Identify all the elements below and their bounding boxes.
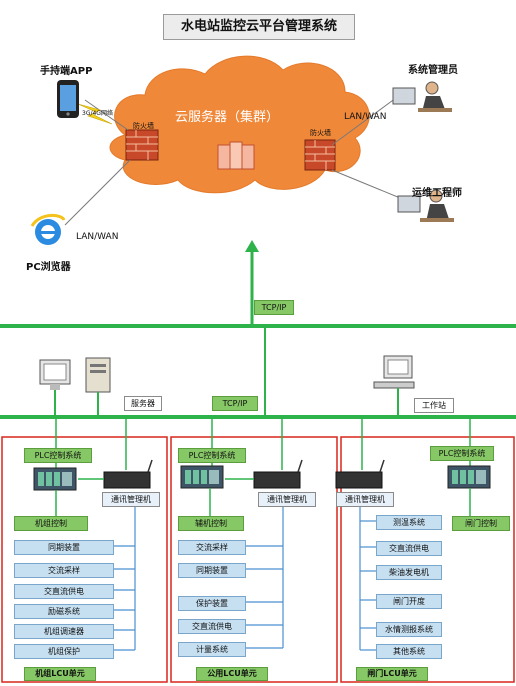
unit-3-item: 测温系统 bbox=[376, 515, 442, 530]
unit-3-footer: 闸门LCU单元 bbox=[356, 667, 428, 681]
browser-lan-label: LAN/WAN bbox=[76, 232, 119, 242]
right-lan-label: LAN/WAN bbox=[344, 112, 387, 122]
unit-2-comm-label: 通讯管理机 bbox=[258, 492, 316, 507]
cloud-shape bbox=[109, 55, 370, 194]
unit-1-border bbox=[1, 436, 168, 683]
monitor-icon bbox=[39, 359, 71, 390]
unit-3-item: 柴油发电机 bbox=[376, 565, 442, 580]
unit-2-item: 交直流供电 bbox=[178, 619, 246, 634]
pc-browser-label: PC浏览器 bbox=[26, 262, 71, 273]
unit-1-plc-label: PLC控制系统 bbox=[24, 448, 92, 463]
plc-rack-icon-1 bbox=[33, 467, 77, 491]
server-tower-icon bbox=[85, 357, 111, 393]
unit-3-plc-label: PLC控制系统 bbox=[430, 446, 494, 461]
firewall-left-icon bbox=[125, 129, 159, 161]
firewall-left-label: 防火墙 bbox=[133, 122, 154, 130]
unit-3-comm-label: 通讯管理机 bbox=[336, 492, 394, 507]
wireless-bolt-icon bbox=[77, 103, 113, 125]
unit-1-item: 交流采样 bbox=[14, 563, 114, 578]
workstation-icon bbox=[373, 355, 415, 389]
engineer-person-icon bbox=[397, 189, 454, 222]
browser-ie-icon bbox=[30, 214, 66, 245]
unit-3-control-label: 闸门控制 bbox=[452, 516, 510, 531]
unit-1-item: 机组保护 bbox=[14, 644, 114, 659]
page-title: 水电站监控云平台管理系统 bbox=[163, 14, 355, 40]
server-label: 服务器 bbox=[124, 396, 162, 411]
unit-2-plc-label: PLC控制系统 bbox=[178, 448, 246, 463]
unit-3-border bbox=[340, 436, 515, 683]
network-bus-bottom bbox=[0, 415, 516, 419]
firewall-right-icon bbox=[304, 139, 336, 171]
cloud-label: 云服务器（集群） bbox=[175, 110, 280, 125]
unit-3-item: 交直流供电 bbox=[376, 541, 442, 556]
unit-1-footer: 机组LCU单元 bbox=[24, 667, 96, 681]
workstation-label: 工作站 bbox=[414, 398, 454, 413]
mobile-app-label: 手持端APP bbox=[40, 66, 93, 77]
server-cluster-icon bbox=[217, 141, 255, 170]
comm-manager-icon-1 bbox=[103, 459, 153, 489]
unit-3-item: 闸门开度 bbox=[376, 594, 442, 609]
unit-2-control-label: 辅机控制 bbox=[178, 516, 244, 531]
mobile-net-label: 3G/4G网络 bbox=[82, 110, 113, 117]
unit-2-item: 计量系统 bbox=[178, 642, 246, 657]
unit-1-item: 同期装置 bbox=[14, 540, 114, 555]
unit-2-item: 同期装置 bbox=[178, 563, 246, 578]
admin-person-icon bbox=[392, 81, 452, 112]
unit-1-comm-label: 通讯管理机 bbox=[102, 492, 160, 507]
firewall-right-label: 防火墙 bbox=[310, 129, 331, 137]
comm-manager-icon-2 bbox=[253, 459, 303, 489]
unit-2-item: 交流采样 bbox=[178, 540, 246, 555]
mobile-phone-icon bbox=[57, 80, 79, 118]
admin-label: 系统管理员 bbox=[408, 65, 458, 76]
tcp-ip-top-label: TCP/IP bbox=[254, 300, 294, 315]
network-bus-top bbox=[0, 324, 516, 328]
plc-rack-icon-2 bbox=[180, 465, 224, 489]
tcp-ip-mid-label: TCP/IP bbox=[212, 396, 258, 411]
unit-3-item: 其他系统 bbox=[376, 644, 442, 659]
unit-1-item: 励磁系统 bbox=[14, 604, 114, 619]
plc-rack-icon-3 bbox=[447, 465, 491, 489]
unit-1-control-label: 机组控制 bbox=[14, 516, 88, 531]
comm-manager-icon-3 bbox=[335, 459, 385, 489]
unit-3-item: 水情测报系统 bbox=[376, 622, 442, 637]
unit-1-item: 交直流供电 bbox=[14, 584, 114, 599]
unit-1-item: 机组调速器 bbox=[14, 624, 114, 639]
unit-2-footer: 公用LCU单元 bbox=[196, 667, 268, 681]
unit-2-border bbox=[170, 436, 338, 683]
engineer-label: 运维工程师 bbox=[412, 188, 462, 199]
unit-2-item: 保护装置 bbox=[178, 596, 246, 611]
